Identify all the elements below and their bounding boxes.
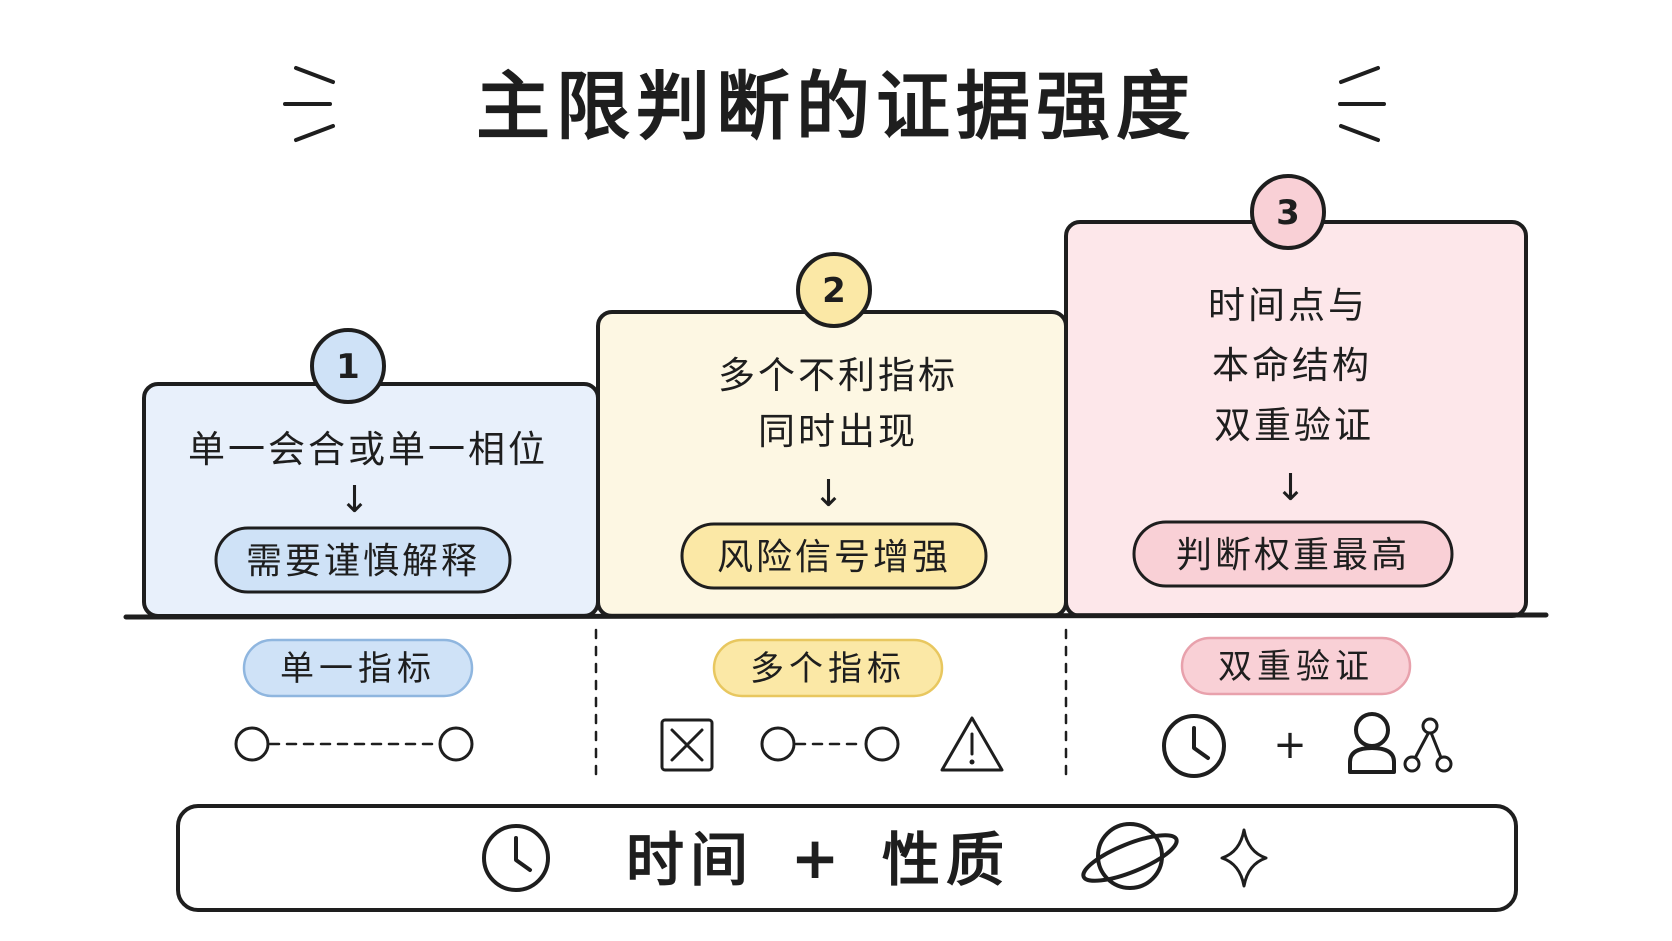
step-3-line-1: 时间点与 [1208,284,1368,327]
circle-node-icon [438,726,474,762]
bottom-text-time: 时间 [626,826,754,894]
baseline [123,612,1549,620]
page-title: 主限判断的证据强度 [476,64,1196,150]
person-icon [1348,712,1396,774]
step-2-line-1: 多个不利指标 [718,354,958,397]
step-2-number-badge: 2 [796,252,872,328]
bottom-plus: + [791,824,846,892]
step-3-number-badge: 3 [1250,174,1326,250]
tag-double-verification: 双重验证 [1180,636,1412,696]
title-group: 主限判断的证据强度 [283,64,1386,150]
tag-multiple-indicators: 多个指标 [712,638,944,698]
left-burst-lines [283,66,335,142]
bottom-summary-bar: 时间 + 性质 [176,804,1518,912]
x-box-icon [660,718,714,772]
step-3-result: 判断权重最高 [1176,535,1410,576]
step-1-result: 需要谨慎解释 [246,541,480,582]
warning-triangle-icon [940,716,1004,772]
step-2-number: 2 [822,271,846,311]
tag-single-indicator: 单一指标 [242,638,474,698]
step-1-number-badge: 1 [310,328,386,404]
circle-node-icon [760,726,796,762]
step-3-arrow: ↓ [1275,466,1309,509]
step-1-line-1: 单一会合或单一相位 [188,428,548,471]
planet-icon [1081,822,1179,890]
multi-link-icon [760,726,900,762]
step-1-number: 1 [336,347,360,387]
step-2-result-pill: 风险信号增强 [680,522,988,590]
circle-node-icon [864,726,900,762]
step-2-result: 风险信号增强 [717,537,951,578]
tag-1-label: 单一指标 [280,649,436,689]
step-3-plus: + [1273,722,1307,768]
network-icon [1403,717,1453,773]
step-1-arrow: ↓ [339,478,373,521]
step-1-result-pill: 需要谨慎解释 [214,526,512,594]
step-2-arrow: ↓ [813,472,847,515]
bottom-text-nature: 性质 [882,826,1010,894]
circle-node-icon [234,726,270,762]
step-3-line-3: 双重验证 [1214,404,1374,447]
tag-3-label: 双重验证 [1218,647,1374,687]
clock-icon [1162,714,1226,778]
tag-2-label: 多个指标 [750,649,906,689]
right-burst-lines [1338,66,1386,142]
step-3-result-pill: 判断权重最高 [1132,520,1454,588]
step-3-line-2: 本命结构 [1212,344,1372,387]
step-2-line-2: 同时出现 [758,410,918,453]
step-3-number: 3 [1276,193,1300,233]
clock-icon [482,824,550,892]
sparkle-icon [1220,828,1268,888]
single-link-icon [234,726,474,762]
